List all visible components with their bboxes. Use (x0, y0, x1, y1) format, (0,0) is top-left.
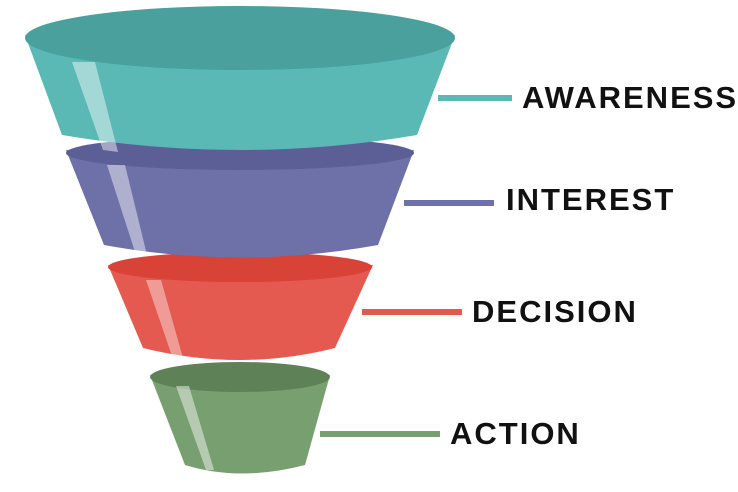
funnel-stage-interest-body (66, 150, 414, 258)
stage-label-awareness: AWARENESS (522, 80, 738, 115)
funnel-stage-interest: INTEREST (66, 136, 675, 258)
stage-label-action: ACTION (450, 416, 581, 451)
funnel-stage-action-body (150, 375, 330, 474)
stage-label-interest: INTEREST (506, 182, 675, 217)
funnel-stage-decision-highlight (146, 280, 183, 358)
funnel-stage-awareness-highlight (72, 62, 118, 152)
funnel-stage-decision: DECISION (108, 252, 638, 360)
funnel-stage-action-highlight (176, 386, 214, 470)
funnel-stage-action-top (150, 362, 330, 392)
funnel-stage-awareness: AWARENESS (25, 6, 738, 152)
funnel-stage-action: ACTION (150, 362, 581, 474)
stage-label-decision: DECISION (472, 294, 638, 329)
funnel-stage-awareness-top (25, 6, 455, 70)
funnel-stage-decision-top (108, 252, 372, 282)
funnel-stage-decision-body (108, 265, 373, 360)
funnel-stage-interest-highlight (107, 165, 147, 255)
